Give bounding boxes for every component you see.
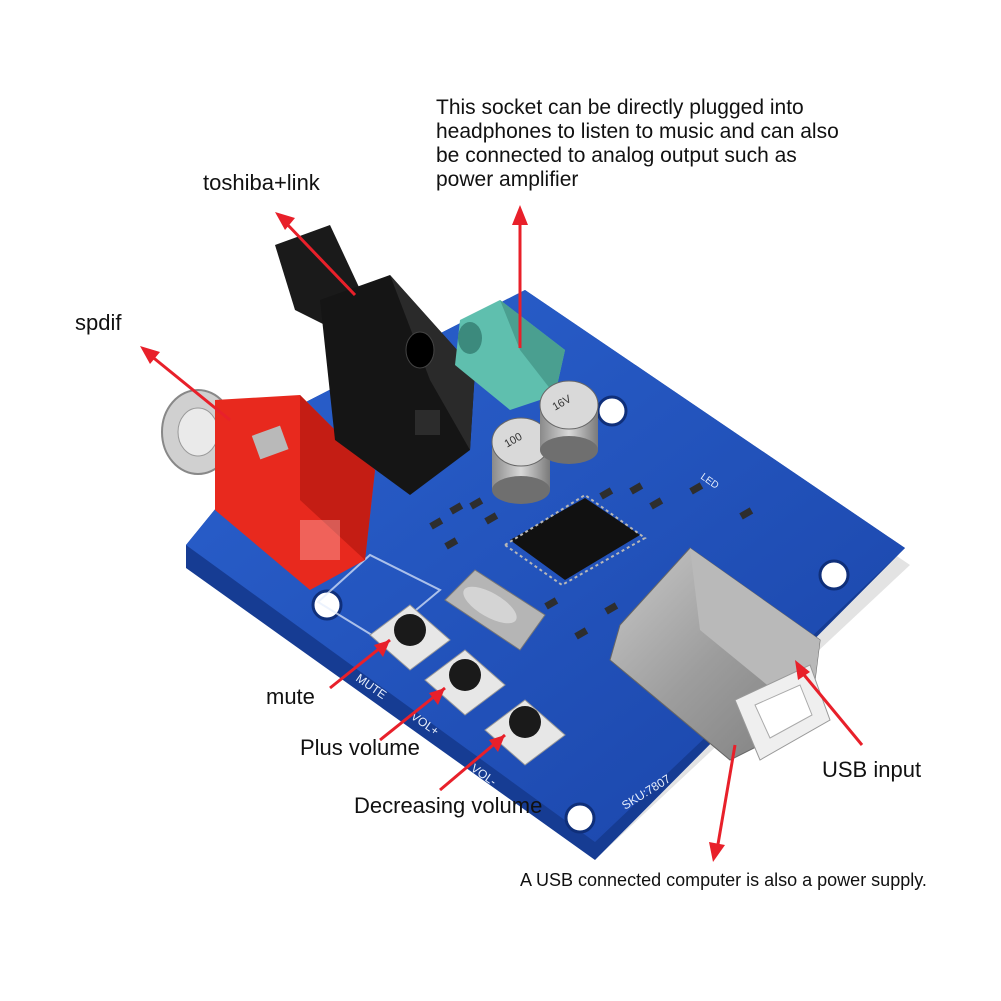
arrow-head	[275, 212, 295, 230]
label-headphone-line: be connected to analog output such as	[436, 144, 797, 167]
arrow-spdif	[149, 353, 231, 422]
label-headphone-line: headphones to listen to music and can al…	[436, 120, 839, 143]
label-mute: mute	[266, 684, 315, 709]
mute-button-hardware	[369, 604, 451, 671]
vol-plus-button-hardware	[424, 649, 506, 716]
audio-ic-chip	[503, 493, 647, 587]
label-headphone-socket: This socket can be directly plugged into…	[436, 96, 936, 192]
arrow-usb-input	[798, 669, 864, 746]
arrow-head	[140, 346, 160, 364]
label-spdif: spdif	[75, 310, 122, 335]
capacitor: 100	[491, 417, 551, 504]
label-usb-power: A USB connected computer is also a power…	[520, 870, 927, 890]
headphone-jack	[455, 300, 565, 410]
label-usb-input: USB input	[822, 757, 922, 782]
vol-minus-button-hardware	[484, 699, 566, 766]
label-decreasing-volume: Decreasing volume	[354, 793, 543, 818]
label-headphone-line: power amplifier	[436, 168, 579, 191]
arrow-usb-power	[715, 744, 737, 851]
arrow-toshiba	[283, 220, 357, 297]
label-plus-volume: Plus volume	[300, 735, 420, 760]
label-toshiba-link: toshiba+link	[203, 170, 320, 195]
label-headphone-line: This socket can be directly plugged into	[436, 96, 804, 119]
mounting-hole	[596, 395, 628, 427]
arrow-head	[489, 735, 505, 752]
capacitor: 16V	[539, 380, 599, 464]
arrow-head	[374, 640, 390, 657]
arrow-head	[512, 205, 528, 225]
mounting-hole	[818, 559, 850, 591]
toshiba-optical-connector	[275, 225, 475, 495]
smd-components	[429, 482, 754, 640]
crystal-oscillator	[444, 569, 546, 651]
mounting-hole	[564, 802, 596, 834]
usb-b-connector	[609, 547, 831, 761]
arrow-head	[709, 842, 725, 862]
arrow-head	[795, 660, 810, 680]
rca-spdif-jack	[161, 389, 375, 590]
arrow-head	[429, 688, 445, 705]
annotation-arrows	[140, 205, 864, 862]
